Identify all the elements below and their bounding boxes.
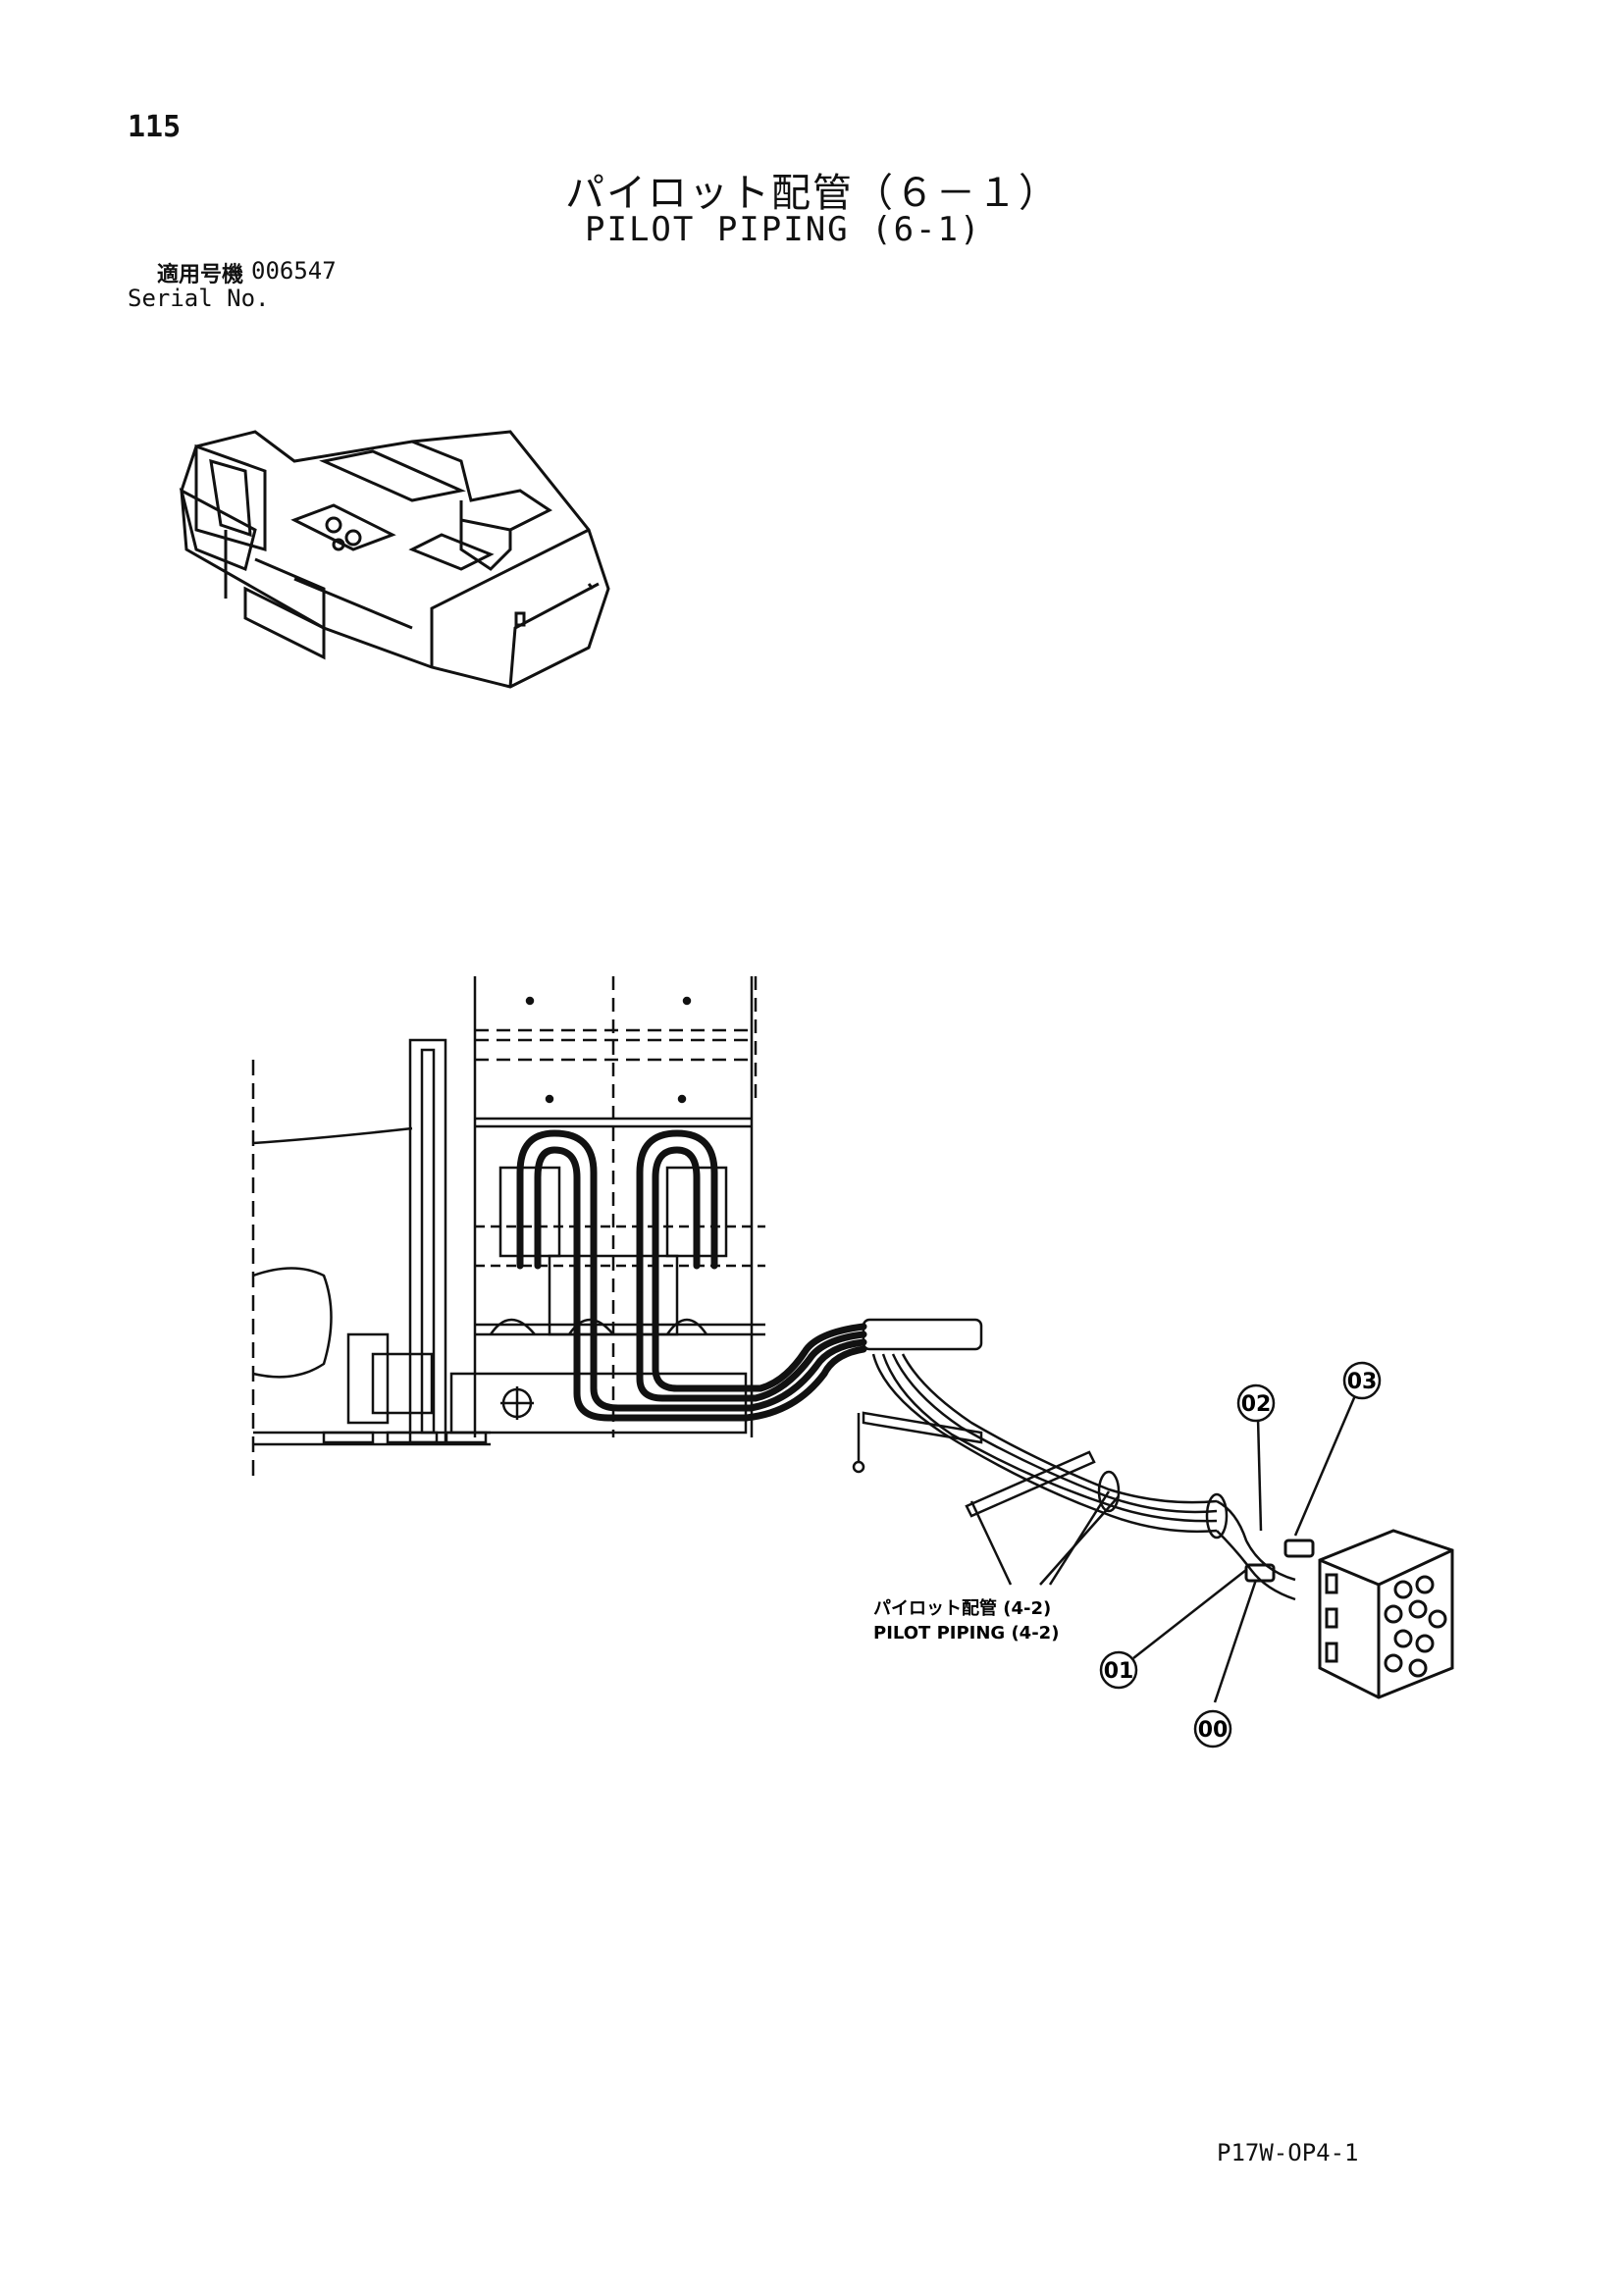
callout-03: 02 [1236,1383,1276,1423]
excavator-overview-illustration [179,430,610,689]
hose-route [852,1318,1296,1601]
page-title-en: PILOT PIPING (6-1) [585,210,982,249]
callout-00: 00 [1193,1709,1232,1748]
callout-leaders [969,1392,1358,1703]
svg-text:03: 03 [1347,1370,1378,1394]
note-en: PILOT PIPING (4-2) [873,1623,1059,1644]
svg-text:00: 00 [1198,1718,1229,1743]
pilot-hoses [516,1129,867,1422]
callout-01: 01 [1099,1650,1138,1690]
page-number: 115 [128,110,182,144]
document-code: P17W-OP4-1 [1217,2139,1359,2166]
serial-value: 006547 [251,257,337,285]
note-jp: パイロット配管 (4-2) [873,1597,1051,1619]
svg-text:02: 02 [1241,1392,1272,1417]
svg-text:01: 01 [1104,1659,1134,1684]
serial-label-jp: 適用号機 [157,263,244,287]
serial-label-en: Serial No. [128,285,270,312]
page-title-jp: パイロット配管（６－１） [565,171,1060,216]
callout-02: 03 [1342,1361,1382,1400]
pilot-valve-block [1244,1529,1454,1699]
